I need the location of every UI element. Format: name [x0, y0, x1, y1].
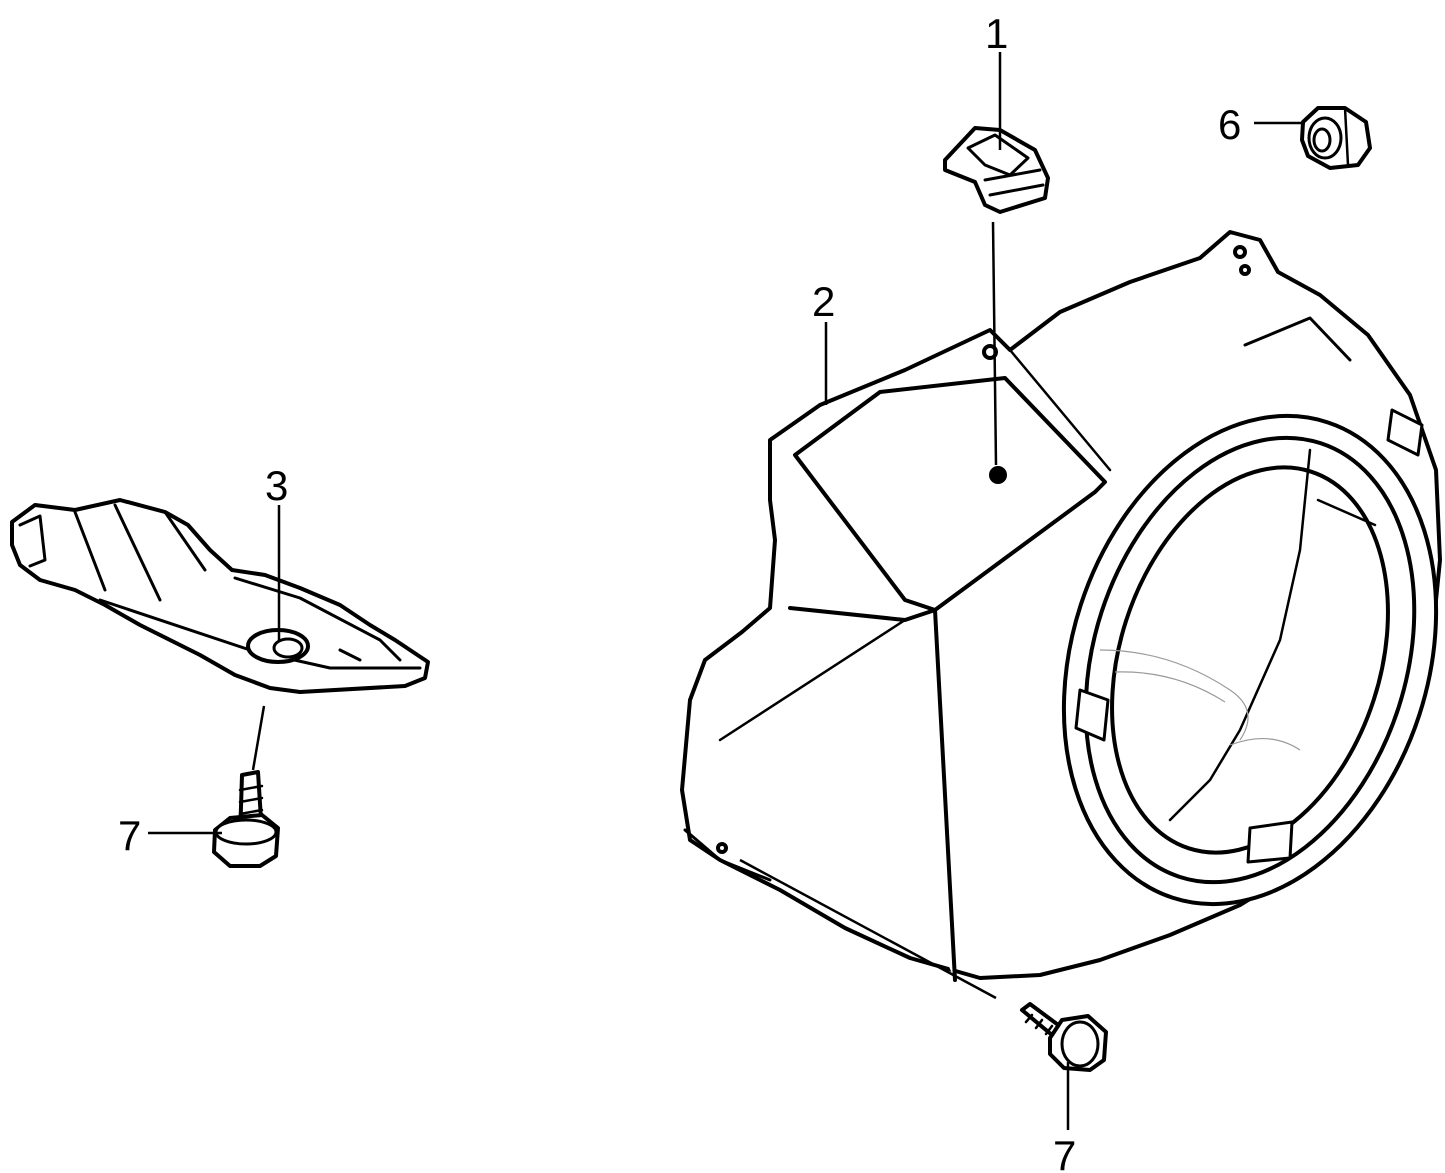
callout-1: 1 [985, 10, 1008, 57]
leader-lines [148, 52, 1305, 1130]
bracket-clip [943, 126, 1050, 214]
callout-labels: 1 2 3 6 7 7 [118, 10, 1241, 1173]
flange-bolt-bottom [1020, 1002, 1108, 1072]
hex-nut [1300, 106, 1372, 170]
callout-7-bottom: 7 [1053, 1132, 1076, 1173]
fan-housing-shroud [680, 230, 1442, 982]
deflector-plate [10, 498, 430, 694]
callout-3: 3 [265, 462, 288, 509]
callout-6: 6 [1218, 101, 1241, 148]
housing-inner-detail [1099, 649, 1301, 751]
callout-7-left: 7 [118, 812, 141, 859]
callout-2: 2 [812, 278, 835, 325]
flange-bolt-left [212, 770, 280, 868]
assembly-lines [251, 221, 998, 1000]
